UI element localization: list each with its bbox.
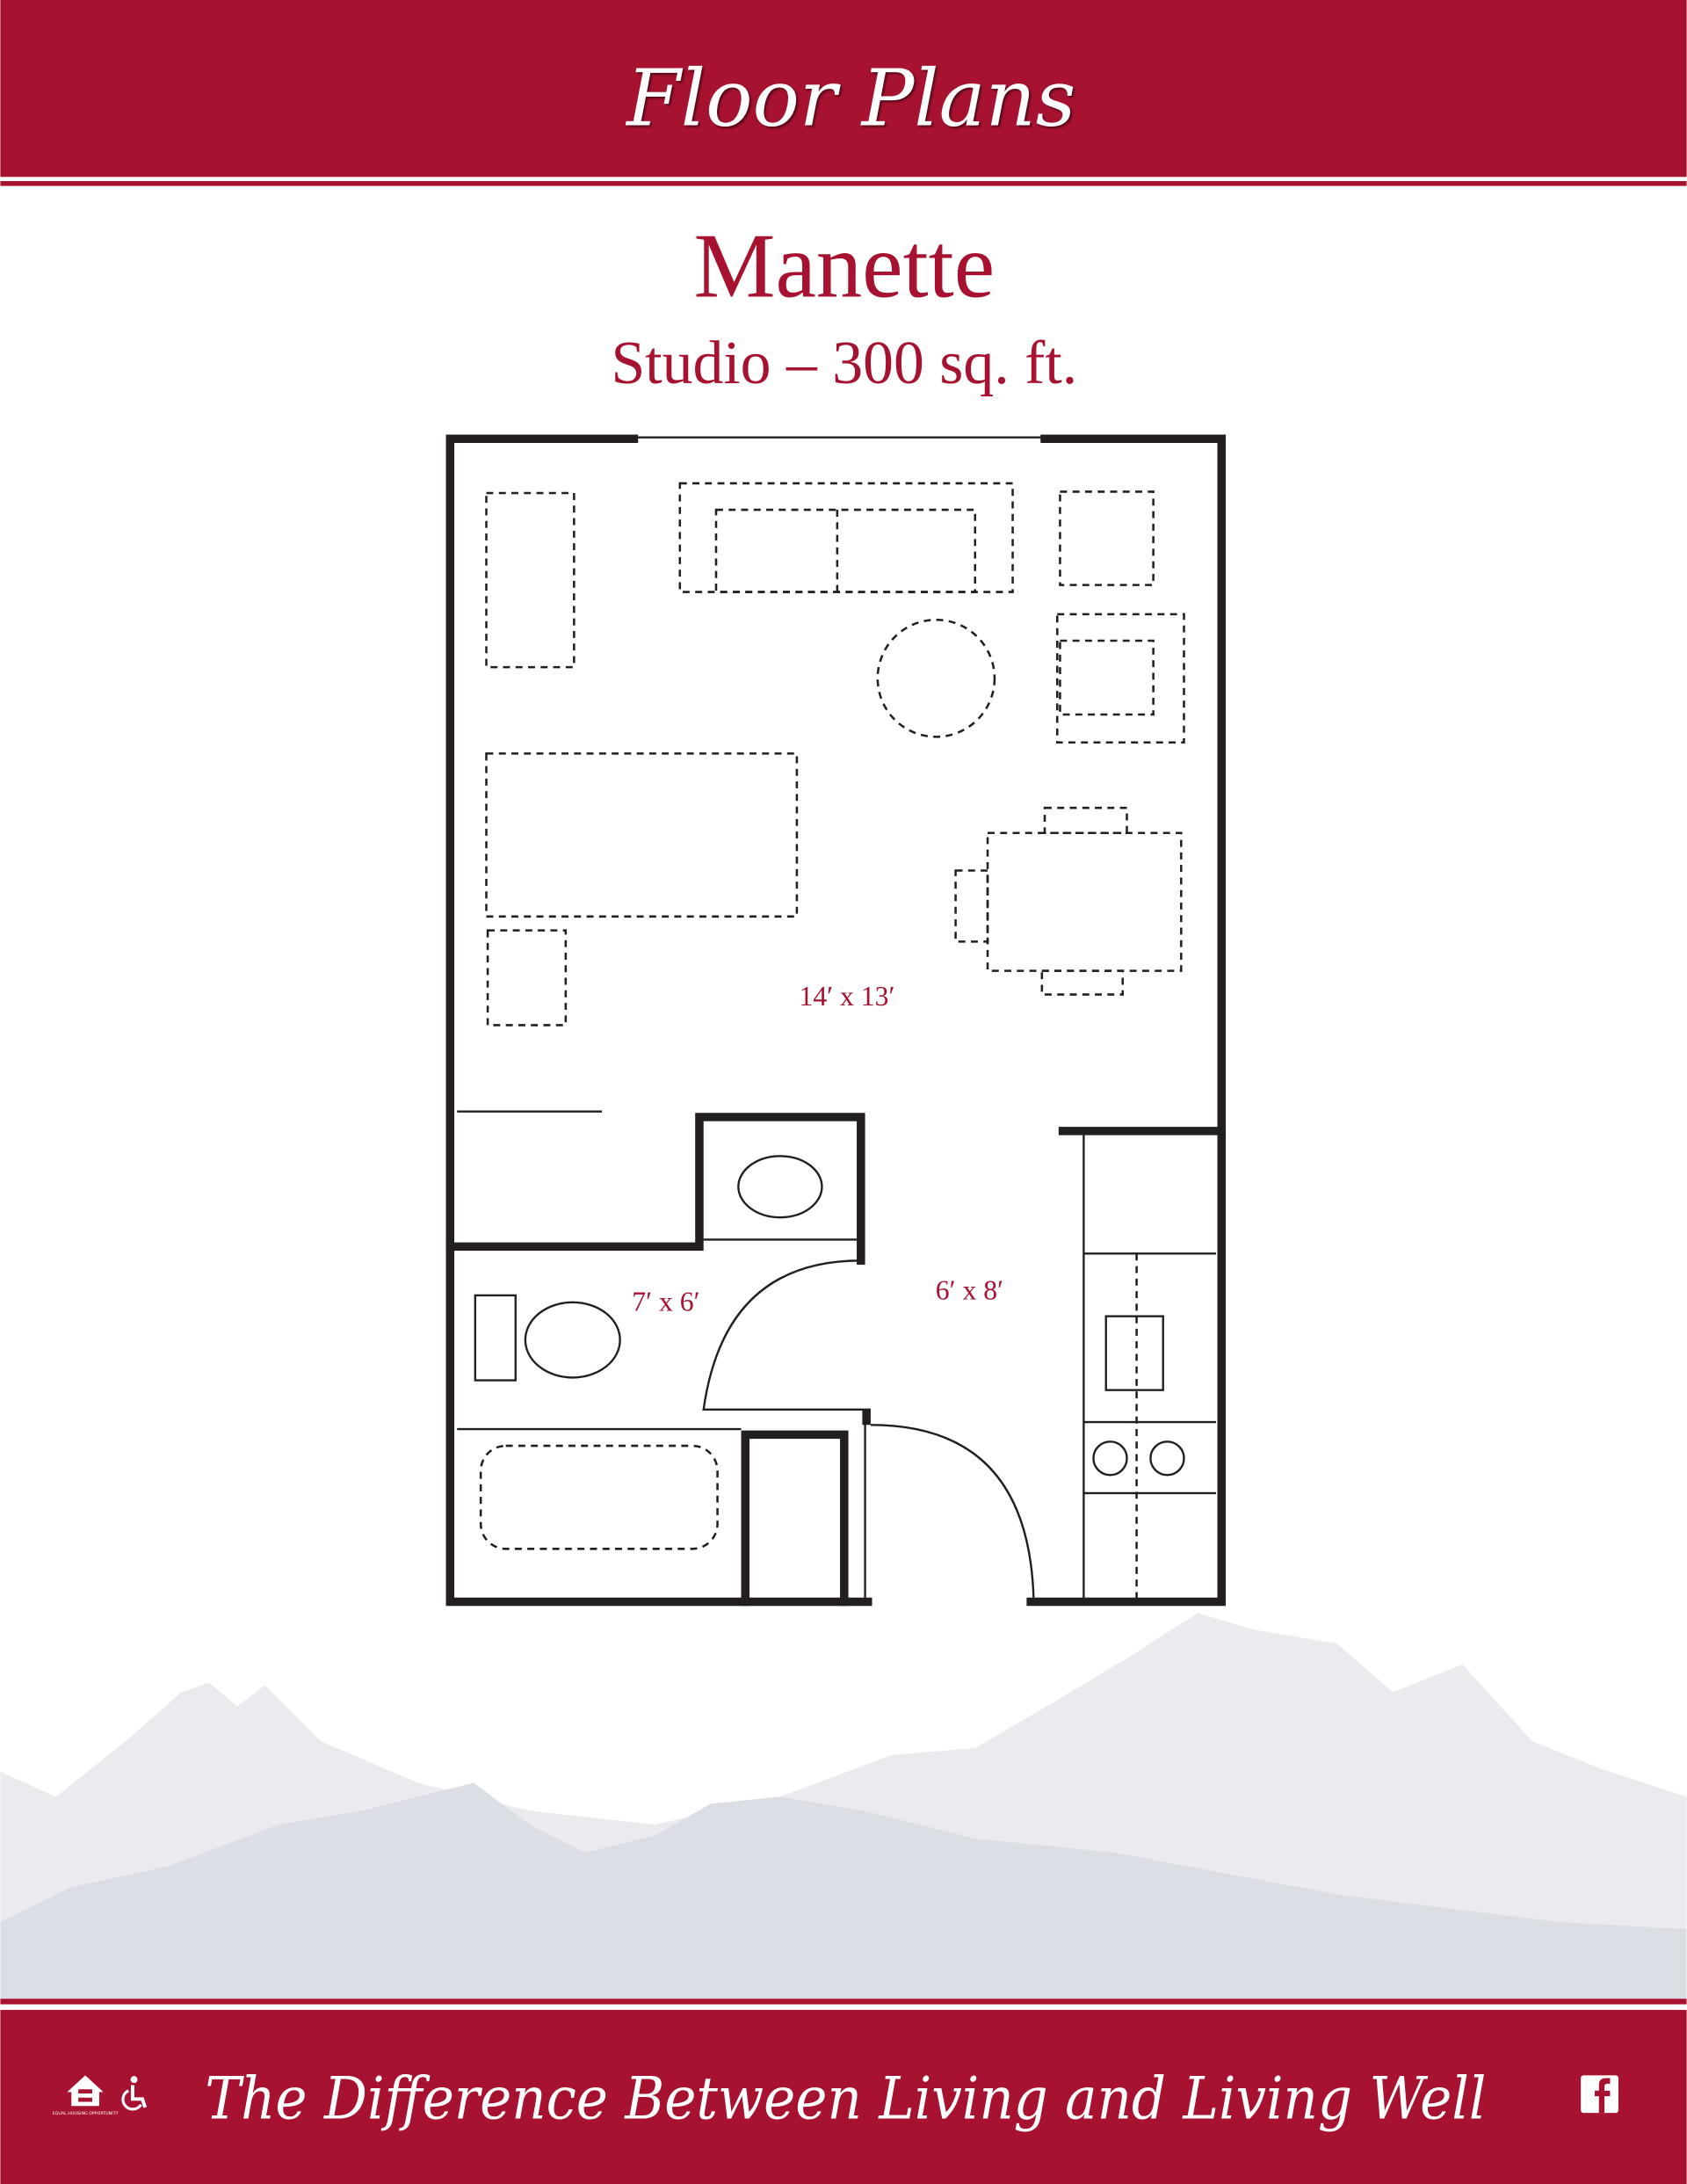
toilet-tank <box>474 1294 517 1382</box>
footer-rule <box>0 1999 1687 2005</box>
dining-chair <box>1040 969 1125 996</box>
footer-band <box>0 2009 1687 2184</box>
equal-housing-text: EQUAL HOUSING OPPORTUNITY <box>53 2111 119 2116</box>
armchair <box>1056 613 1185 744</box>
dining-chair <box>1043 806 1128 834</box>
mountain-backdrop <box>0 1613 1687 1999</box>
dining-table <box>986 831 1183 972</box>
coffee-table <box>876 618 996 738</box>
stove-burner <box>1092 1440 1128 1477</box>
header-rule <box>0 181 1687 186</box>
dining-chair <box>954 869 989 943</box>
plan-name: Manette <box>693 215 995 317</box>
wheelchair-accessible-icon <box>121 2076 148 2111</box>
bathtub <box>479 1444 719 1550</box>
sofa <box>678 482 1014 593</box>
facebook-icon[interactable] <box>1581 2075 1618 2114</box>
bathroom-door-swing <box>702 1259 871 1411</box>
dresser <box>485 491 576 669</box>
side-table <box>1059 490 1155 586</box>
toilet-bowl <box>524 1301 621 1379</box>
washer <box>737 1155 823 1219</box>
entry-door-swing <box>870 1424 1035 1598</box>
kitchen-sink <box>1104 1315 1164 1391</box>
header-title: Floor Plans <box>625 54 1075 144</box>
equal-housing-icon: EQUAL HOUSING OPPORTUNITY <box>53 2075 119 2116</box>
room-dimension-living: 14′ x 13′ <box>799 981 894 1012</box>
bed <box>485 752 799 918</box>
stove-burner <box>1149 1440 1185 1477</box>
sofa-cushions <box>714 508 977 593</box>
nightstand <box>486 929 568 1027</box>
header-band <box>0 0 1687 178</box>
room-dimension-kitchen: 6′ x 8′ <box>936 1275 1003 1306</box>
room-dimension-bath: 7′ x 6′ <box>632 1286 699 1317</box>
floor-plan: 14′ x 13′ 7′ x 6′ 6′ x 8′ <box>445 434 1227 1607</box>
plan-subtitle: Studio – 300 sq. ft. <box>611 330 1077 397</box>
footer-tagline: The Difference Between Living and Living… <box>205 2064 1486 2133</box>
